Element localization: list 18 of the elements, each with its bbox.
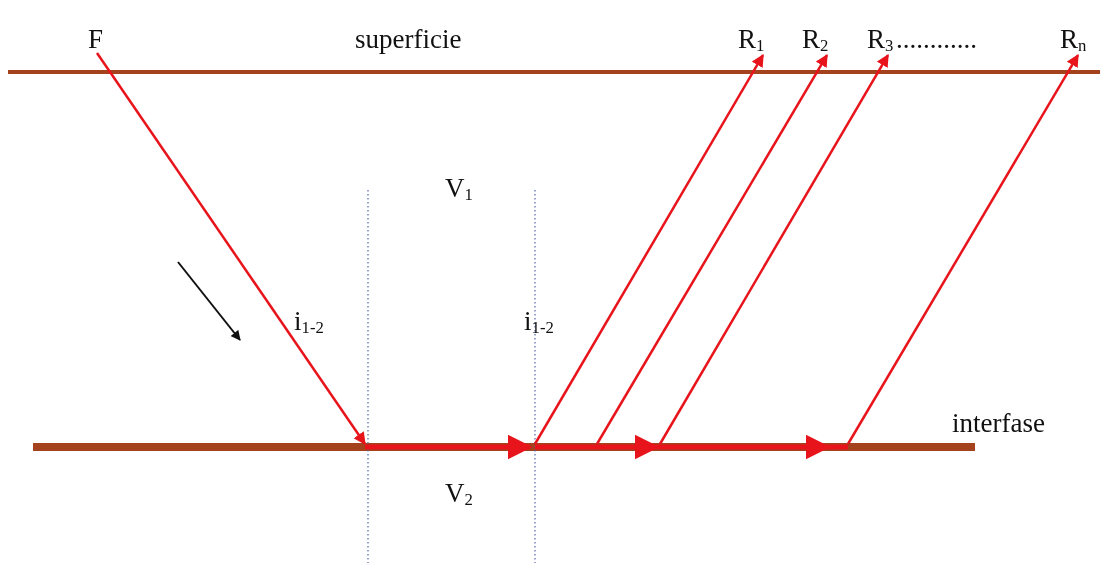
receiver-label: R$_{2}$ [802, 26, 829, 56]
refracted-ray [365, 434, 848, 460]
seismic-ray-arrow [658, 54, 890, 445]
velocity-label: V$_{1}$ [445, 175, 473, 205]
angle-label: i$_{1-2}$ [294, 308, 324, 338]
receiver-label: R$_{3}$ [867, 26, 894, 56]
seismic-ray-arrow [95, 52, 367, 446]
seismic-ray-arrow [595, 54, 829, 445]
interface-label: interfase [952, 410, 1045, 437]
surface-label: superficie [355, 26, 462, 53]
seismic-ray-arrow [533, 54, 765, 445]
angle-label: i$_{1-2}$ [524, 308, 554, 338]
source-label: F [88, 26, 104, 53]
ellipsis: ............ [896, 26, 977, 53]
receiver-label: R$_{n}$ [1060, 26, 1087, 56]
velocity-label: V$_{2}$ [445, 480, 473, 510]
seismic-ray-arrow [846, 54, 1080, 445]
receiver-label: R$_{1}$ [738, 26, 765, 56]
